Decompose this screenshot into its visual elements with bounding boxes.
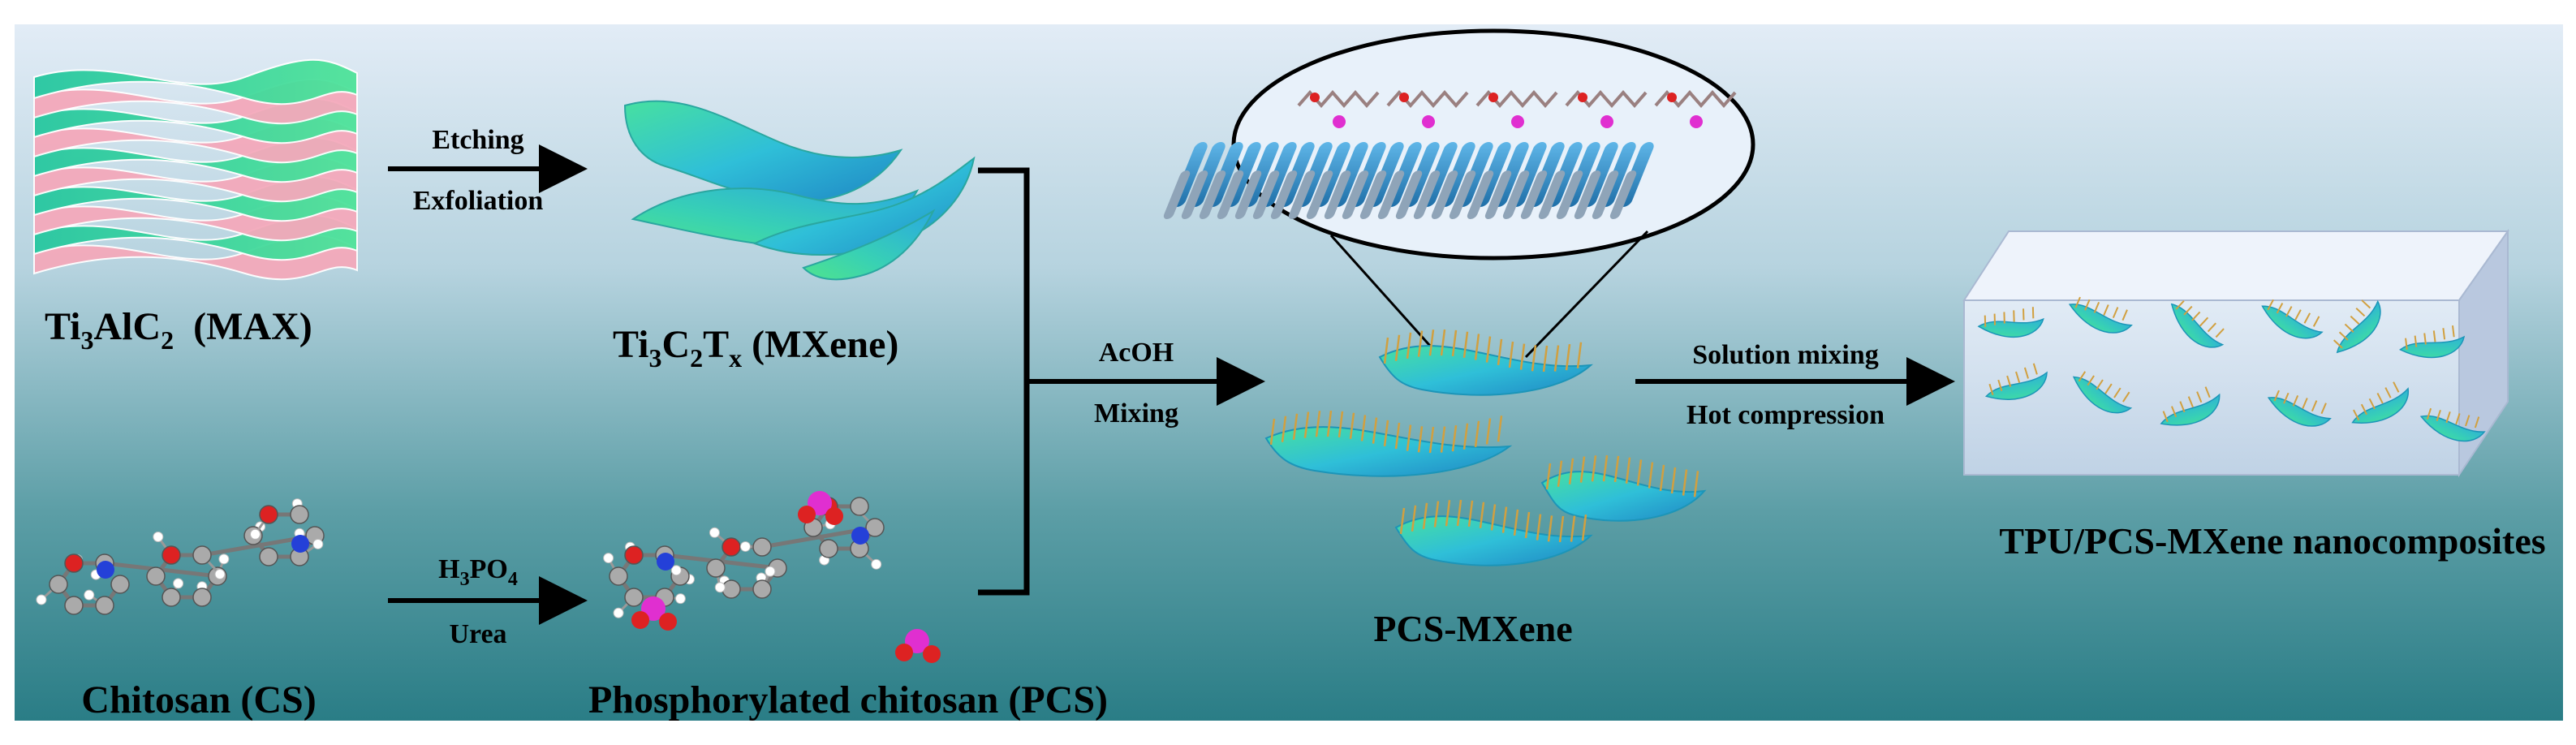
pcs-label: Phosphorylated chitosan (PCS) (588, 678, 1108, 721)
mxene-flakes-icon (623, 100, 976, 281)
pcs-mxene-flakes-icon (1264, 329, 1707, 566)
pcs-mxene-label: PCS-MXene (1373, 608, 1572, 649)
h3po4-label: H3PO4 (438, 554, 518, 590)
etching-label: Etching (432, 125, 523, 155)
urea-label: Urea (449, 619, 506, 649)
zoomed-structure-ellipse (1163, 28, 1755, 359)
tpu-composite-block-icon (1962, 228, 2509, 478)
chitosan-molecule-icon (36, 498, 325, 615)
max-label: Ti3AlC2 (MAX) (45, 305, 312, 355)
mixing-label: Mixing (1094, 398, 1178, 428)
hot-compression-label: Hot compression (1686, 400, 1885, 430)
phosphorylated-chitosan-molecule-icon (603, 491, 941, 663)
chitosan-label: Chitosan (CS) (81, 678, 316, 721)
mxene-label: Ti3C2Tx (MXene) (613, 323, 898, 372)
exfoliation-label: Exfoliation (413, 186, 544, 216)
max-phase-stack-icon (33, 58, 358, 281)
acoh-label: AcOH (1099, 338, 1174, 368)
solution-mixing-label: Solution mixing (1692, 340, 1879, 370)
composite-label: TPU/PCS-MXene nanocomposites (1999, 520, 2545, 562)
